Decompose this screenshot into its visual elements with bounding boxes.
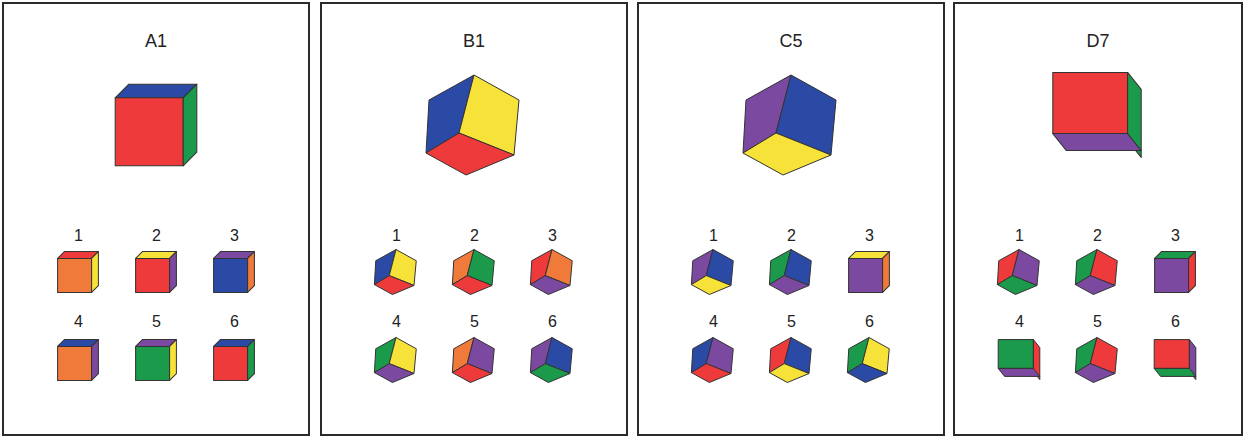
option-number: 4	[392, 313, 401, 331]
option-number: 3	[230, 227, 239, 245]
test-panel: B1	[320, 2, 628, 436]
option-number: 4	[709, 313, 718, 331]
option-number: 4	[74, 313, 83, 331]
option-number: 2	[787, 227, 796, 245]
option-number: 6	[230, 313, 239, 331]
panel-title: D7	[955, 31, 1241, 52]
option-number: 5	[470, 313, 479, 331]
option-number: 6	[1171, 313, 1180, 331]
option-number: 2	[470, 227, 479, 245]
panel-title: C5	[639, 31, 943, 52]
option-number: 5	[787, 313, 796, 331]
panel-title: B1	[322, 31, 626, 52]
option-number: 2	[152, 227, 161, 245]
option-number: 5	[1093, 313, 1102, 331]
option-number: 1	[1015, 227, 1024, 245]
test-panel: D7	[953, 2, 1243, 436]
option-number: 1	[74, 227, 83, 245]
option-number: 5	[152, 313, 161, 331]
option-number: 2	[1093, 227, 1102, 245]
option-number: 3	[1171, 227, 1180, 245]
option-number: 4	[1015, 313, 1024, 331]
option-number: 3	[865, 227, 874, 245]
option-number: 3	[548, 227, 557, 245]
option-number: 1	[392, 227, 401, 245]
option-number: 6	[548, 313, 557, 331]
test-panel: A1	[2, 2, 310, 436]
option-number: 6	[865, 313, 874, 331]
test-panel: C5	[637, 2, 945, 436]
panel-title: A1	[4, 31, 308, 52]
option-number: 1	[709, 227, 718, 245]
